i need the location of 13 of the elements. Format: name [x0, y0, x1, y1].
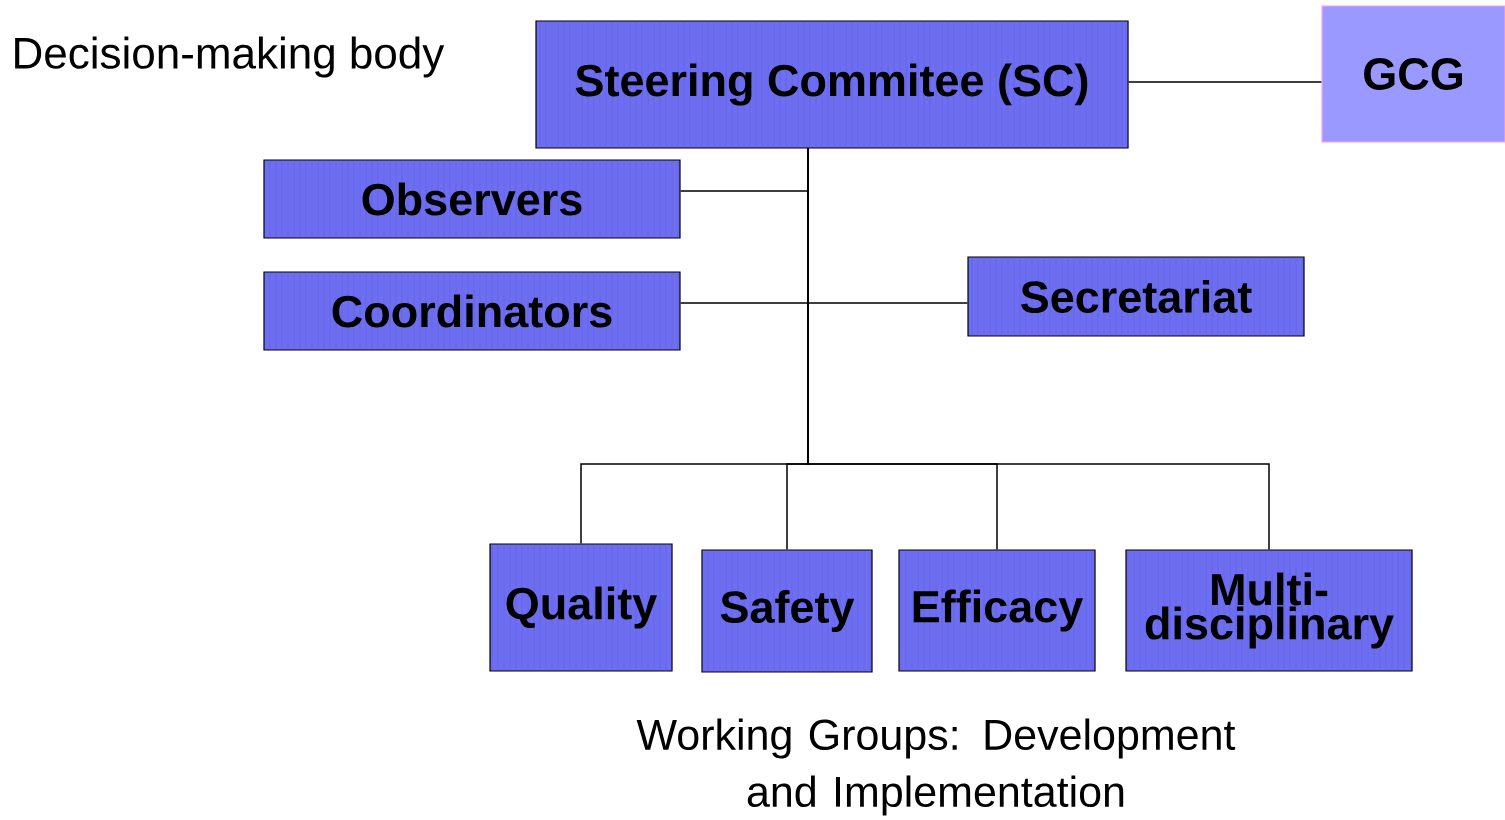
- org-box: Safety: [701, 549, 873, 673]
- connector-line: [1127, 81, 1323, 83]
- caption-text: Working Groups: Development and Implementation: [636, 718, 1236, 816]
- label-text: Decision-making body: [15, 36, 445, 78]
- org-box: Quality: [489, 543, 673, 672]
- connector-line: [807, 147, 1270, 551]
- org-box: Observers: [263, 159, 681, 239]
- org-box: Multi-disciplinary: [1125, 549, 1413, 672]
- org-box: GCG: [1321, 5, 1505, 143]
- org-box: Secretariat: [967, 256, 1305, 337]
- org-box: Coordinators: [263, 271, 681, 351]
- org-box: Efficacy: [898, 549, 1096, 672]
- org-box: Steering Commitee (SC): [535, 20, 1129, 149]
